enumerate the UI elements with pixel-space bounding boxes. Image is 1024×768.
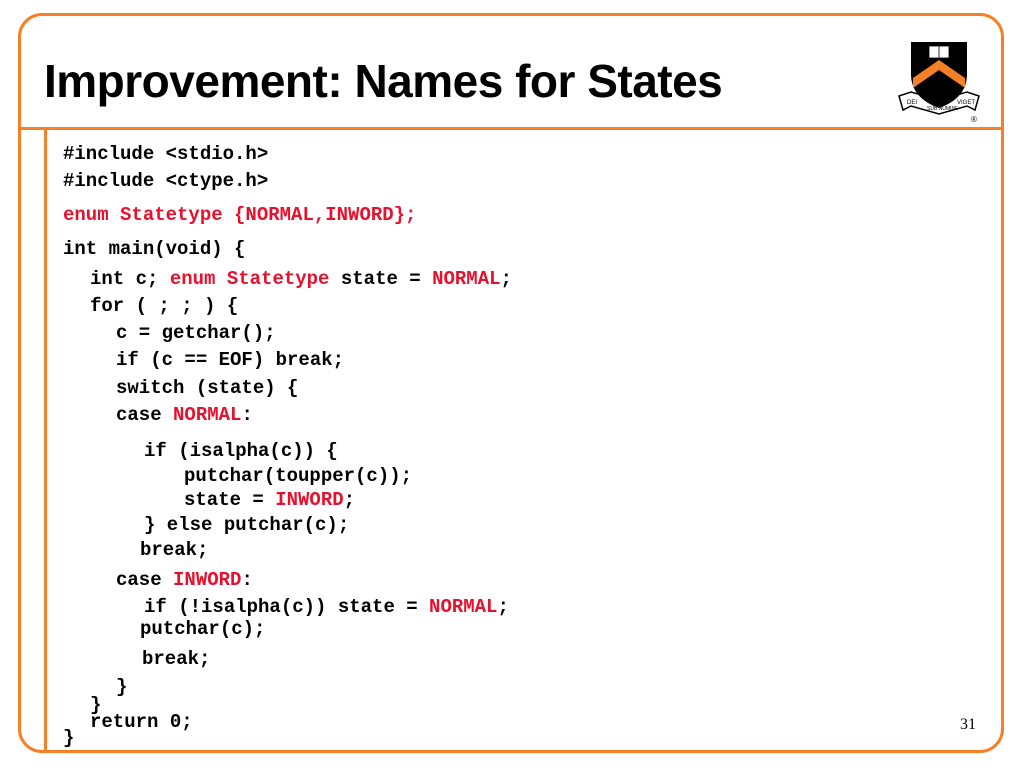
code-break-inword: break; bbox=[142, 648, 211, 670]
code-for-loop: for ( ; ; ) { bbox=[90, 295, 239, 317]
logo-registered: ® bbox=[971, 115, 977, 124]
code-else-putchar: } else putchar(c); bbox=[144, 514, 350, 536]
page-number: 31 bbox=[960, 716, 976, 733]
code-getchar: c = getchar(); bbox=[116, 322, 276, 344]
logo-shield bbox=[911, 42, 967, 108]
code-main-signature: int main(void) { bbox=[63, 238, 246, 260]
code-decl-enum: enum Statetype bbox=[169, 268, 330, 290]
code-decl-state: state = bbox=[329, 268, 433, 290]
code-decl-semicolon: ; bbox=[500, 268, 512, 290]
code-putchar-toupper: putchar(toupper(c)); bbox=[184, 465, 413, 487]
code-enum-declaration: enum Statetype {NORMAL,INWORD}; bbox=[63, 204, 417, 226]
logo-chevron bbox=[913, 60, 965, 88]
code-include-ctype: #include <ctype.h> bbox=[63, 170, 269, 192]
code-case2-keyword: case bbox=[116, 569, 174, 591]
logo-text-left: DEI bbox=[907, 100, 917, 106]
code-case-inword: case INWORD: bbox=[116, 569, 253, 591]
code-case-inword-label: INWORD bbox=[173, 569, 242, 591]
code-state-assign-inword: state = INWORD; bbox=[184, 489, 355, 511]
code-decl-int: int c; bbox=[90, 268, 170, 290]
title-divider bbox=[18, 127, 1004, 130]
code-putchar: putchar(c); bbox=[140, 618, 266, 640]
code-include-stdio: #include <stdio.h> bbox=[63, 143, 269, 165]
code-case-colon: : bbox=[241, 404, 253, 426]
code-normal-value: NORMAL bbox=[429, 596, 498, 618]
code-case2-colon: : bbox=[241, 569, 253, 591]
logo-text-right: VIGET bbox=[957, 100, 975, 106]
code-if-not-isalpha-text: if (!isalpha(c)) state = bbox=[144, 596, 430, 618]
code-inword-value: INWORD bbox=[275, 489, 344, 511]
code-return: return 0; bbox=[90, 711, 193, 733]
code-break-normal: break; bbox=[140, 539, 209, 561]
code-if-not-isalpha: if (!isalpha(c)) state = NORMAL; bbox=[144, 596, 509, 618]
code-variable-declaration: int c; enum Statetype state = NORMAL; bbox=[90, 268, 512, 290]
code-case-normal: case NORMAL: bbox=[116, 404, 253, 426]
code-close-switch: } bbox=[116, 676, 128, 698]
code-switch: switch (state) { bbox=[116, 377, 299, 399]
code-state-assign: state = bbox=[184, 489, 276, 511]
code-decl-normal: NORMAL bbox=[432, 268, 501, 290]
logo-text-mid: SUB NUMINE bbox=[927, 106, 959, 112]
code-case-keyword: case bbox=[116, 404, 174, 426]
code-if-semicolon: ; bbox=[497, 596, 509, 618]
left-accent-bar bbox=[44, 127, 47, 753]
code-close-main: } bbox=[63, 727, 75, 749]
princeton-shield-logo: DEI SUB NUMINE VIGET ® bbox=[898, 42, 980, 124]
slide-title: Improvement: Names for States bbox=[44, 55, 723, 107]
code-close-for: } bbox=[90, 694, 102, 716]
code-assign-semicolon: ; bbox=[343, 489, 356, 511]
slide-frame bbox=[18, 13, 1004, 753]
code-case-normal-label: NORMAL bbox=[173, 404, 242, 426]
code-if-eof: if (c == EOF) break; bbox=[116, 349, 345, 371]
code-if-isalpha: if (isalpha(c)) { bbox=[144, 440, 338, 462]
